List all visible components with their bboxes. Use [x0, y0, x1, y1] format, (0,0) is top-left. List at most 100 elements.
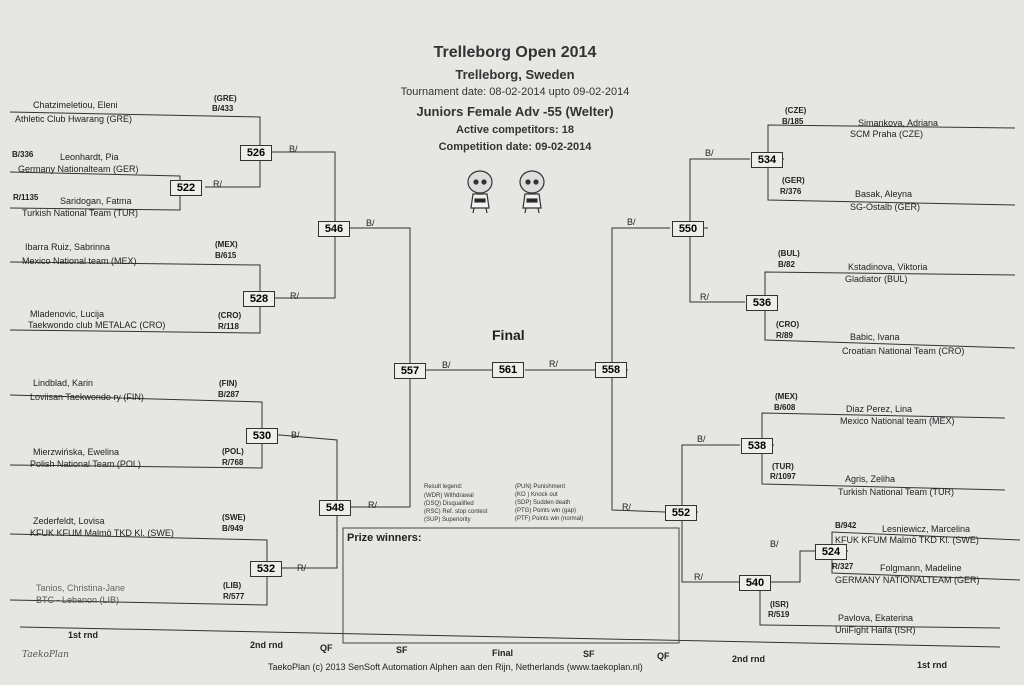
- competitor-club: Mexico National team (MEX): [840, 416, 955, 426]
- round-label: Final: [492, 648, 514, 658]
- match-box[interactable]: 528: [243, 291, 275, 307]
- competitor-club: Mexico National team (MEX): [22, 256, 137, 266]
- match-box[interactable]: 530: [246, 428, 278, 444]
- competitor-code: R/1097: [770, 472, 796, 481]
- round-label: 2nd rnd: [250, 640, 283, 650]
- blue-mark: B/: [291, 430, 300, 440]
- competitor-club: Polish National Team (POL): [30, 459, 141, 469]
- competitor-country: (CRO): [776, 320, 800, 329]
- competitor-country: (TUR): [772, 462, 794, 471]
- legend-item: (PTF) Points win (normal): [515, 516, 584, 522]
- match-box[interactable]: 534: [751, 152, 783, 168]
- round-label: 1st rnd: [917, 660, 948, 670]
- competitor-name: Folgmann, Madeline: [880, 563, 962, 573]
- tournament-date: Tournament date: 08-02-2014 upto 09-02-2…: [400, 86, 630, 98]
- blue-mark: B/: [705, 148, 714, 158]
- competitor-name: Ibarra Ruiz, Sabrinna: [25, 242, 111, 252]
- competitor-club: Loviisan Taekwondo ry (FIN): [30, 392, 144, 402]
- legend-item: (SUP) Superiority: [424, 517, 471, 523]
- competitor-name: Basak, Aleyna: [855, 189, 913, 199]
- competitor-name: Lindblad, Karin: [33, 378, 94, 388]
- competitor-name: Saridogan, Fatma: [60, 196, 132, 206]
- red-mark: R/: [213, 179, 222, 189]
- legend-item: (PUN) Punishment: [515, 484, 566, 490]
- red-mark: R/: [700, 292, 709, 302]
- legend-item: (SDP) Sudden death: [515, 500, 571, 506]
- round-label: SF: [583, 649, 595, 659]
- blue-mark: B/: [366, 218, 375, 228]
- competitor-country: (POL): [222, 447, 244, 456]
- red-mark: R/: [622, 502, 631, 512]
- footer-credit: TaekoPlan (c) 2013 SenSoft Automation Al…: [268, 662, 643, 672]
- match-box[interactable]: 532: [250, 561, 282, 577]
- match-box[interactable]: 546: [318, 221, 350, 237]
- competitor-code: B/336: [12, 150, 34, 159]
- round-label: 1st rnd: [68, 630, 99, 640]
- competitor-name: Agris, Zeliha: [845, 474, 896, 484]
- competitor-country: (CZE): [785, 106, 807, 115]
- competitor-country: (CRO): [218, 311, 242, 320]
- match-box[interactable]: 550: [672, 221, 704, 237]
- competitor-code: B/433: [212, 104, 234, 113]
- competitor-club: Germany Nationalteam (GER): [18, 164, 139, 174]
- competitor-name: Simankova, Adriana: [858, 118, 939, 128]
- red-mark: R/: [297, 563, 306, 573]
- competitor-country: (MEX): [775, 392, 798, 401]
- competitor-code: B/287: [218, 390, 240, 399]
- competitor-country: (GRE): [214, 94, 237, 103]
- mascot-left-image: [467, 170, 493, 214]
- match-box[interactable]: 522: [170, 180, 202, 196]
- mascot-right-image: [519, 170, 545, 214]
- legend-item: (RSC) Ref. stop contest: [424, 509, 488, 515]
- match-box[interactable]: 552: [665, 505, 697, 521]
- competitor-club: KFUK KFUM Malmö TKD Kl. (SWE): [30, 528, 174, 538]
- blue-mark: B/: [289, 144, 298, 154]
- match-box[interactable]: 558: [595, 362, 627, 378]
- match-box[interactable]: 540: [739, 575, 771, 591]
- match-box[interactable]: 536: [746, 295, 778, 311]
- competitor-name: Mladenovic, Lucija: [30, 309, 105, 319]
- round-label: SF: [396, 645, 408, 655]
- competitor-code: B/608: [774, 403, 796, 412]
- competitor-club: SCM Praha (CZE): [850, 129, 924, 139]
- blue-mark: B/: [627, 217, 636, 227]
- competitor-code: R/118: [218, 322, 239, 331]
- competitor-code: R/376: [780, 187, 802, 196]
- competitor-club: UniFight Haifa (ISR): [835, 625, 916, 635]
- round-label: 2nd rnd: [732, 654, 765, 664]
- legend-title: Result legend:: [424, 484, 463, 490]
- competitor-club: SG-Ostalb (GER): [850, 202, 921, 212]
- prize-winners-label: Prize winners:: [347, 532, 422, 544]
- red-mark: R/: [290, 291, 299, 301]
- competitor-club: Turkish National Team (TUR): [838, 487, 955, 497]
- final-label: Final: [492, 327, 525, 343]
- legend-item: (WDR) Withdrawal: [424, 493, 474, 499]
- legend-item: (PTG) Points win (gap): [515, 508, 577, 514]
- competitor-country: (GER): [782, 176, 805, 185]
- blue-mark: B/: [770, 539, 779, 549]
- competitor-country: (SWE): [222, 513, 246, 522]
- competitor-country: (MEX): [215, 240, 238, 249]
- competitor-name: Leonhardt, Pia: [60, 152, 119, 162]
- competitor-club: Turkish National Team (TUR): [22, 208, 139, 218]
- tournament-title: Trelleborg Open 2014: [433, 44, 597, 61]
- match-box[interactable]: 526: [240, 145, 272, 161]
- competitor-name: Zederfeldt, Lovisa: [33, 516, 105, 526]
- match-box[interactable]: 538: [741, 438, 773, 454]
- match-box-final[interactable]: 561: [492, 362, 524, 378]
- category: Juniors Female Adv -55 (Welter): [416, 104, 614, 119]
- round-label: QF: [657, 651, 670, 661]
- legend-item: (DSQ) Disqualified: [424, 501, 474, 507]
- competitor-name: Chatzimeletiou, Eleni: [33, 100, 118, 110]
- competitor-code: B/185: [782, 117, 804, 126]
- competitor-name: Lesniewicz, Marcelina: [882, 524, 971, 534]
- match-box[interactable]: 548: [319, 500, 351, 516]
- competitor-country: (ISR): [770, 600, 789, 609]
- competitor-code: R/1135: [13, 193, 39, 202]
- competitor-club: Taekwondo club METALAC (CRO): [28, 320, 166, 330]
- tournament-location: Trelleborg, Sweden: [455, 67, 575, 82]
- match-box[interactable]: 524: [815, 544, 847, 560]
- match-box[interactable]: 557: [394, 363, 426, 379]
- active-competitors: Active competitors: 18: [456, 124, 574, 136]
